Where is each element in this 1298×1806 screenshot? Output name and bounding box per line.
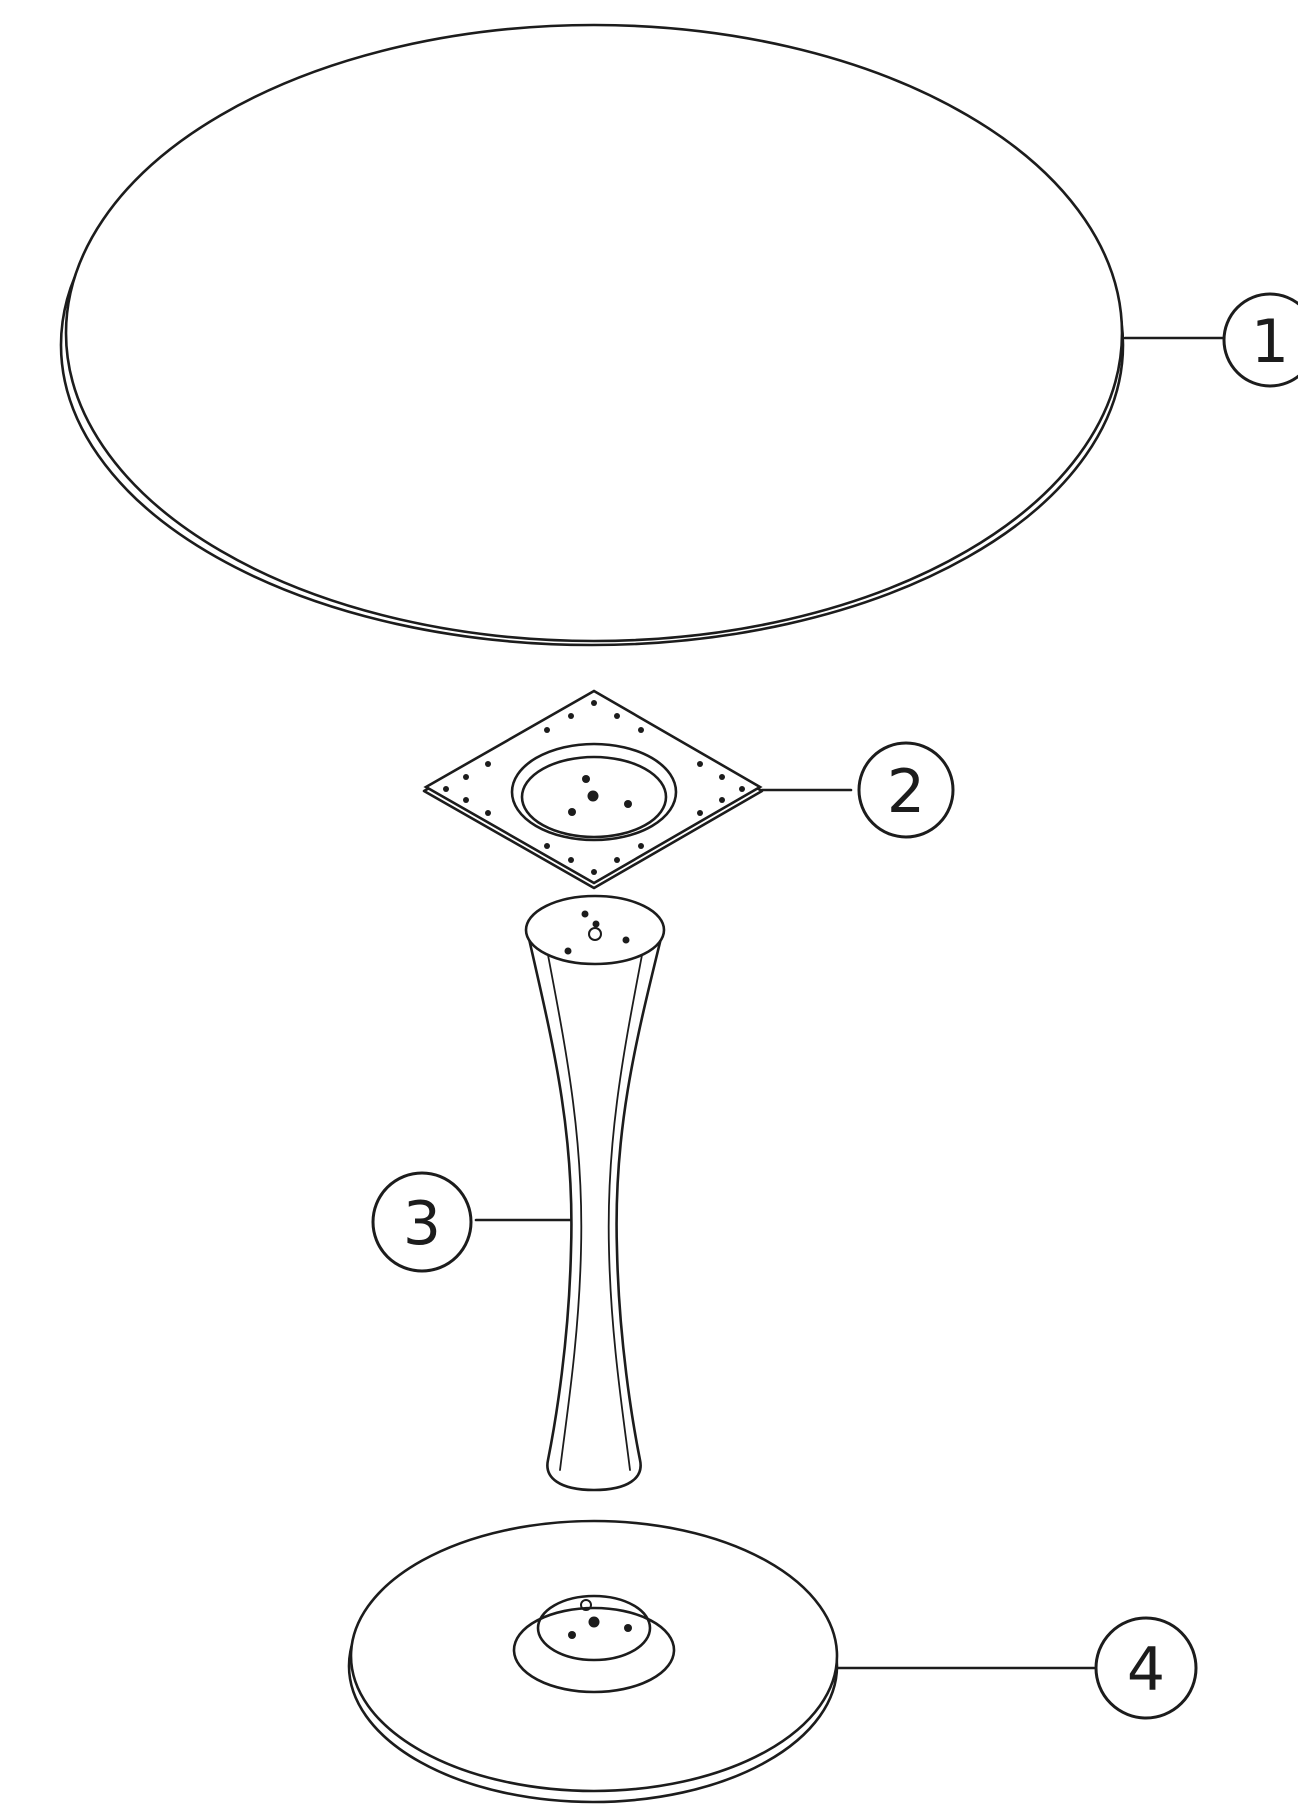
mounting-plate-screw-hole	[591, 700, 597, 706]
pedestal-column-hole	[565, 948, 572, 955]
callout-4-label: 4	[1127, 1635, 1165, 1705]
mounting-plate	[424, 691, 762, 888]
pedestal-column-body	[527, 930, 663, 1490]
callout-1-label: 1	[1251, 307, 1289, 377]
mounting-plate-screw-hole	[544, 727, 550, 733]
mounting-plate-screw-hole	[697, 761, 703, 767]
pedestal-column-hole	[623, 937, 630, 944]
callout-4: 4	[837, 1618, 1196, 1718]
mounting-plate-screw-hole	[638, 727, 644, 733]
mounting-plate-screw-hole	[739, 786, 745, 792]
pedestal-column-hole	[582, 911, 589, 918]
mounting-plate-screw-hole	[614, 857, 620, 863]
mounting-plate-screw-hole	[485, 810, 491, 816]
tabletop	[61, 25, 1123, 645]
callout-3: 3	[373, 1173, 570, 1271]
mounting-plate-center-hole	[582, 775, 590, 783]
base-disc-surface	[351, 1521, 837, 1791]
mounting-plate-screw-hole	[485, 761, 491, 767]
mounting-plate-center-hole	[624, 800, 632, 808]
tabletop-surface	[66, 25, 1122, 641]
mounting-plate-screw-hole	[591, 869, 597, 875]
base-disc-hole	[624, 1624, 632, 1632]
mounting-plate-screw-hole	[568, 713, 574, 719]
pedestal-column-hole	[593, 921, 600, 928]
callout-2: 2	[762, 743, 953, 837]
callout-2-label: 2	[887, 757, 925, 827]
mounting-plate-screw-hole	[719, 797, 725, 803]
base-disc	[349, 1521, 837, 1802]
mounting-plate-screw-hole	[463, 774, 469, 780]
mounting-plate-screw-hole	[719, 774, 725, 780]
mounting-plate-screw-hole	[544, 843, 550, 849]
mounting-plate-screw-hole	[638, 843, 644, 849]
mounting-plate-screw-hole	[463, 797, 469, 803]
base-disc-hole	[589, 1617, 600, 1628]
mounting-plate-screw-hole	[443, 786, 449, 792]
mounting-plate-center-hole	[568, 808, 576, 816]
mounting-plate-screw-hole	[697, 810, 703, 816]
mounting-plate-center-hole	[588, 791, 599, 802]
pedestal-column-top	[526, 896, 664, 964]
callout-3-label: 3	[403, 1189, 441, 1259]
mounting-plate-screw-hole	[614, 713, 620, 719]
base-disc-hole	[568, 1631, 576, 1639]
pedestal-column	[526, 896, 664, 1490]
callout-1: 1	[1125, 294, 1298, 386]
mounting-plate-top	[426, 691, 760, 883]
mounting-plate-screw-hole	[568, 857, 574, 863]
